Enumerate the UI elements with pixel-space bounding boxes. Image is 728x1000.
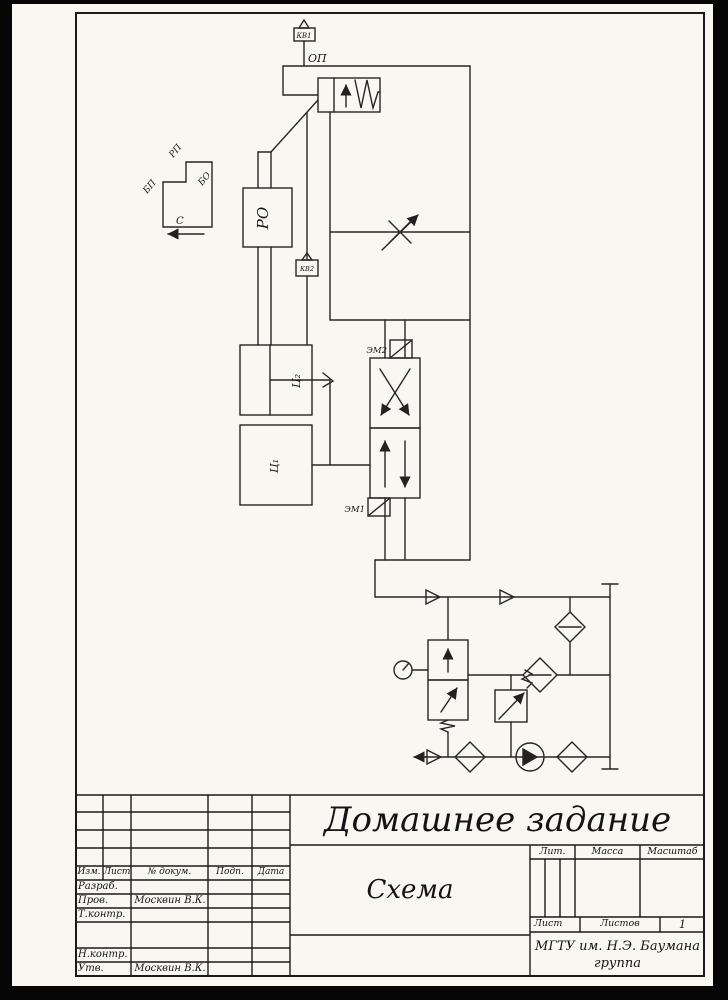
col-podp: Подп. xyxy=(216,867,244,877)
directional-valve: ЭМ2 ЭМ1 xyxy=(344,319,421,561)
control-box-ro: РО xyxy=(242,99,319,346)
relief-valve xyxy=(494,669,534,758)
label-rp: РП xyxy=(167,143,184,161)
organization-line2: группа xyxy=(594,956,641,971)
filter-icon xyxy=(554,596,586,676)
filter-icon xyxy=(522,657,558,693)
scale-label: Масштаб xyxy=(647,845,698,857)
row-nkontr-name xyxy=(133,948,207,961)
solenoid-em1-icon xyxy=(367,497,391,517)
col-izm: Изм. xyxy=(77,867,101,877)
solenoid-em2-icon xyxy=(389,339,413,359)
row-razrab-role: Разраб. xyxy=(78,880,118,892)
row-razrab-name xyxy=(133,880,207,893)
power-unit-pipes xyxy=(374,559,619,770)
check-valve-icon xyxy=(425,588,442,606)
label-op: ОП xyxy=(308,52,327,65)
limit-switch-kv2-icon: КВ2 xyxy=(295,112,319,346)
cycle-diagram: РП БП БО С xyxy=(141,143,214,240)
row-utv-role: Утв. xyxy=(78,962,104,974)
sheet-label: Лист xyxy=(534,918,563,930)
label-s: С xyxy=(176,216,184,227)
throttle-valve-icon xyxy=(381,214,419,251)
sheets-value: 1 xyxy=(679,917,686,931)
pilot-cylinder-op: ОП xyxy=(282,52,471,113)
label-em1: ЭМ1 xyxy=(344,505,365,515)
schematic: РП БП БО С КВ1 ОП xyxy=(141,18,619,773)
label-c2: Ц₂ xyxy=(290,374,303,388)
reducing-valve xyxy=(427,596,469,758)
titleblock-grid xyxy=(75,794,705,976)
row-tkontr-name xyxy=(133,908,207,921)
titleblock-doc-title: Домашнее задание xyxy=(323,799,672,840)
schematic-drawing: РП БП БО С КВ1 ОП xyxy=(75,12,705,977)
check-valve-icon xyxy=(499,588,516,606)
organization-cell: МГТУ им. Н.Э. Баумана группа xyxy=(530,933,705,977)
label-bo: БО xyxy=(196,170,214,188)
label-em2: ЭМ2 xyxy=(366,346,387,356)
titleblock-doc-name: Схема xyxy=(366,875,454,905)
scanned-sheet: РП БП БО С КВ1 ОП xyxy=(12,4,713,986)
label-kv1: КВ1 xyxy=(295,32,311,40)
limit-switch-kv1-icon: КВ1 xyxy=(293,18,316,67)
organization-line1: МГТУ им. Н.Э. Баумана xyxy=(535,939,700,954)
col-data: Дата xyxy=(257,867,285,877)
row-tkontr-role: Т.контр. xyxy=(78,908,126,920)
lit-label: Лит. xyxy=(539,845,566,857)
label-kv2: КВ2 xyxy=(299,265,314,273)
filter-icon xyxy=(556,741,588,773)
pressure-gauge-icon xyxy=(393,660,429,680)
row-prov-name: Москвин В.К. xyxy=(134,894,206,906)
cylinder-c1: Ц₁ xyxy=(239,379,371,506)
mass-label: Масса xyxy=(591,845,624,857)
check-valve-icon xyxy=(426,748,443,766)
filter-icon xyxy=(454,741,486,773)
row-prov-role: Пров. xyxy=(78,894,109,906)
sheets-label: Листов xyxy=(600,918,640,930)
label-ro: РО xyxy=(254,207,272,230)
cylinder-c2: Ц₂ xyxy=(239,344,335,416)
label-bp: БП xyxy=(141,178,159,196)
label-c1: Ц₁ xyxy=(268,459,281,473)
throttle-loop-pipes xyxy=(329,65,471,561)
row-utv-name: Москвин В.К. xyxy=(134,962,206,974)
col-list: Лист xyxy=(103,867,131,877)
drawing-frame xyxy=(75,12,705,977)
row-nkontr-role: Н.контр. xyxy=(78,948,128,960)
col-doc: № докум. xyxy=(147,867,192,877)
pump-icon xyxy=(515,742,545,772)
